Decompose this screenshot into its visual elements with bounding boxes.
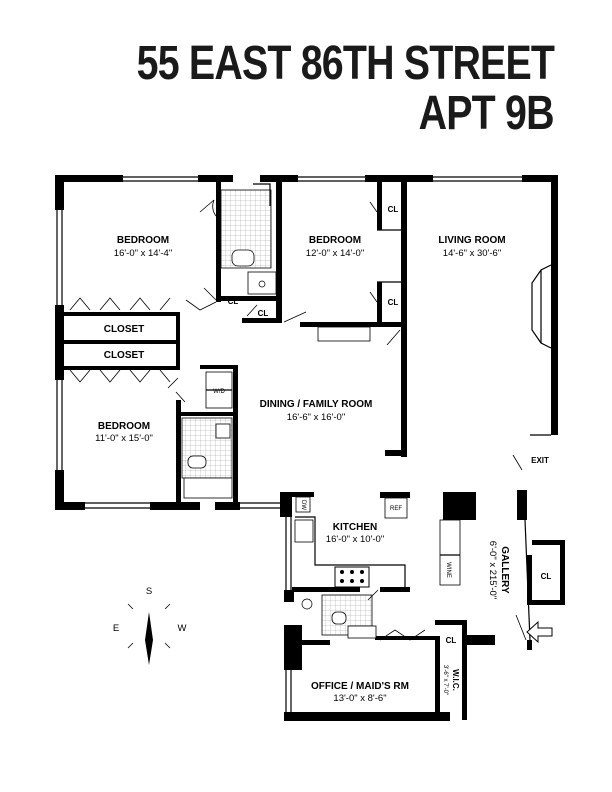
unit-title: APT 9B bbox=[418, 87, 555, 140]
gallery-name: GALLERY bbox=[499, 546, 510, 594]
kitchen-sink-icon bbox=[294, 519, 314, 543]
office-name: OFFICE / MAID'S RM bbox=[311, 681, 409, 692]
address-title: 55 EAST 86TH STREET bbox=[136, 37, 555, 90]
compass-south: S bbox=[146, 586, 152, 597]
closet-label-office: CL bbox=[446, 636, 457, 645]
bedroom-3-name: BEDROOM bbox=[98, 421, 150, 432]
interior-walls bbox=[64, 182, 565, 721]
bedroom-1-name: BEDROOM bbox=[117, 235, 169, 246]
dishwasher-icon bbox=[295, 496, 311, 513]
sink-icon bbox=[247, 271, 277, 295]
closet-label-bath: CL bbox=[228, 297, 239, 306]
entry-arrow-icon bbox=[526, 620, 553, 644]
dishwasher-label: DW bbox=[300, 500, 306, 510]
compass: S E W bbox=[113, 586, 187, 665]
bedroom-2-dims: 12'-0" x 14'-0" bbox=[306, 248, 364, 259]
wine-label: WINE bbox=[445, 562, 451, 578]
gallery-dims: 6'-0" x 215'-0" bbox=[487, 541, 498, 599]
wic-name: W.I.C. bbox=[451, 669, 460, 691]
wic-dims: 3'-6" x 7'-0" bbox=[442, 665, 448, 695]
compass-west: W bbox=[178, 623, 187, 634]
bedroom-1-dims: 16'-0" x 14'-4" bbox=[114, 248, 172, 259]
living-room-name: LIVING ROOM bbox=[438, 235, 505, 246]
toilet-icon bbox=[231, 249, 255, 267]
refrigerator-label: REF bbox=[390, 506, 402, 512]
bedroom-3-dims: 11'-0" x 15'-0" bbox=[95, 433, 153, 444]
kitchen-island bbox=[439, 519, 461, 586]
fixtures bbox=[181, 183, 552, 639]
living-room-dims: 14'-6" x 30'-6" bbox=[443, 248, 501, 259]
doors bbox=[69, 199, 553, 644]
exterior-walls bbox=[55, 175, 558, 721]
closet-label-hall: CL bbox=[258, 309, 269, 318]
sink-icon bbox=[301, 598, 313, 610]
closet-label-gallery: CL bbox=[541, 572, 552, 581]
office-dims: 13'-0" x 8'-6" bbox=[333, 693, 386, 704]
kitchen-dims: 16'-0" x 10'-0" bbox=[326, 534, 384, 545]
closet-label-bedroom2-bottom: CL bbox=[388, 298, 399, 307]
sink-icon bbox=[215, 423, 231, 439]
closet-label-bedroom2-top: CL bbox=[388, 205, 399, 214]
compass-east: E bbox=[113, 623, 119, 634]
toilet-icon bbox=[187, 455, 207, 469]
refrigerator-icon bbox=[384, 497, 408, 519]
kitchen-name: KITCHEN bbox=[333, 522, 377, 533]
closet-1-label: CLOSET bbox=[104, 324, 145, 335]
toilet-icon bbox=[331, 611, 347, 625]
tub-icon bbox=[183, 477, 233, 499]
dining-room-name: DINING / FAMILY ROOM bbox=[260, 399, 373, 410]
washer-dryer-label: W/D bbox=[213, 389, 225, 395]
dining-room-dims: 16'-6" x 16'-0" bbox=[287, 412, 345, 423]
closet-2-label: CLOSET bbox=[104, 350, 145, 361]
bedroom-2-name: BEDROOM bbox=[309, 235, 361, 246]
compass-needle-icon bbox=[145, 612, 153, 665]
exit-label: EXIT bbox=[531, 456, 549, 465]
fireplace-icon bbox=[531, 264, 552, 349]
